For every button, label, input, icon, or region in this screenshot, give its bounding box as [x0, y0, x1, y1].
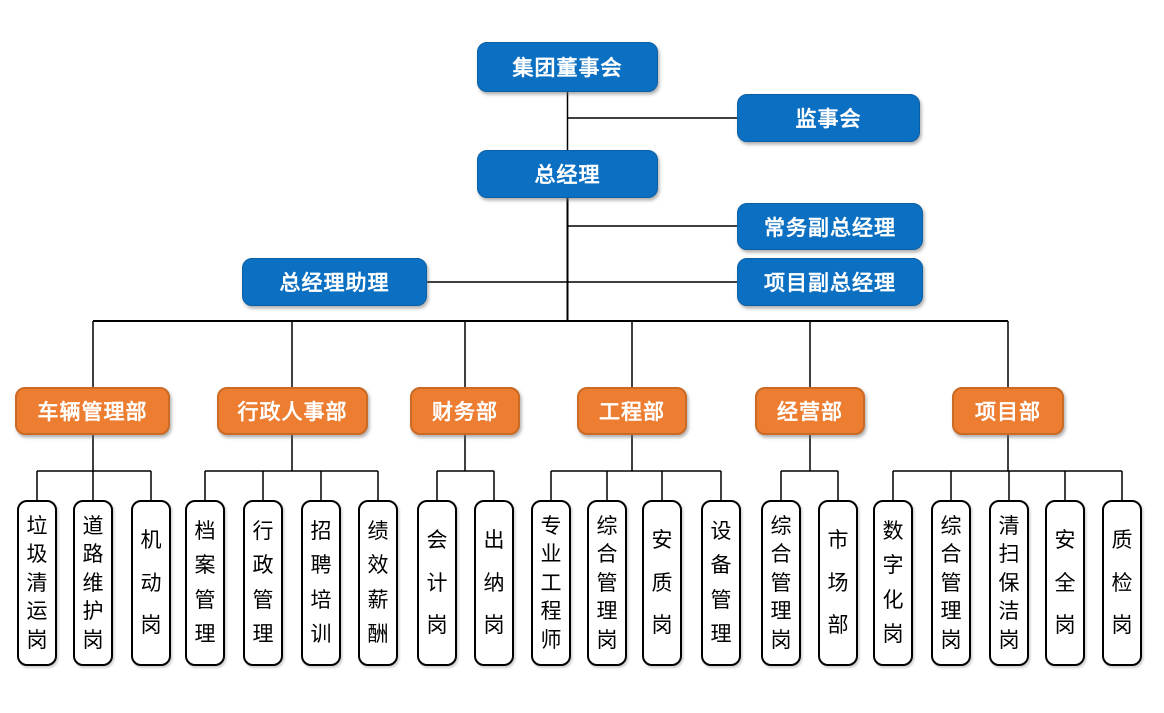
- node-position-safety-quality: 安质岗: [642, 500, 682, 666]
- node-position-general-management-proj: 综合管理岗: [931, 500, 971, 666]
- node-position-professional-engineer: 专业工程师: [531, 500, 571, 666]
- node-dept-operations: 经营部: [755, 387, 865, 435]
- node-position-market: 市场部: [818, 500, 858, 666]
- node-position-performance-payroll: 绩效薪酬: [358, 500, 398, 666]
- node-position-road-maintenance: 道路维护岗: [73, 500, 113, 666]
- node-position-accountant: 会计岗: [417, 500, 457, 666]
- node-dept-admin-hr: 行政人事部: [217, 387, 368, 435]
- node-position-admin-management: 行政管理: [243, 500, 283, 666]
- node-board-of-directors: 集团董事会: [477, 42, 658, 92]
- node-general-manager: 总经理: [477, 150, 658, 198]
- node-dept-engineering: 工程部: [577, 387, 687, 435]
- node-position-equipment-management: 设备管理: [701, 500, 741, 666]
- node-dept-vehicle-management: 车辆管理部: [15, 387, 170, 435]
- node-position-mobile-duty: 机动岗: [131, 500, 171, 666]
- node-supervisory-board: 监事会: [737, 94, 920, 142]
- node-position-general-management-eng: 综合管理岗: [587, 500, 627, 666]
- node-position-digitalization: 数字化岗: [873, 500, 913, 666]
- node-gm-assistant: 总经理助理: [242, 258, 427, 306]
- node-project-deputy-gm: 项目副总经理: [737, 258, 923, 306]
- node-dept-finance: 财务部: [410, 387, 520, 435]
- node-position-archives-management: 档案管理: [185, 500, 225, 666]
- node-position-recruiting-training: 招聘培训: [301, 500, 341, 666]
- node-position-cashier: 出纳岗: [474, 500, 514, 666]
- node-position-safety: 安全岗: [1045, 500, 1085, 666]
- node-executive-deputy-gm: 常务副总经理: [737, 203, 923, 250]
- node-position-garbage-collection: 垃圾清运岗: [17, 500, 57, 666]
- node-dept-project: 项目部: [952, 387, 1064, 435]
- node-position-sweeping-cleaning: 清扫保洁岗: [989, 500, 1029, 666]
- node-position-general-management-ops: 综合管理岗: [761, 500, 801, 666]
- node-position-quality-inspection: 质检岗: [1102, 500, 1142, 666]
